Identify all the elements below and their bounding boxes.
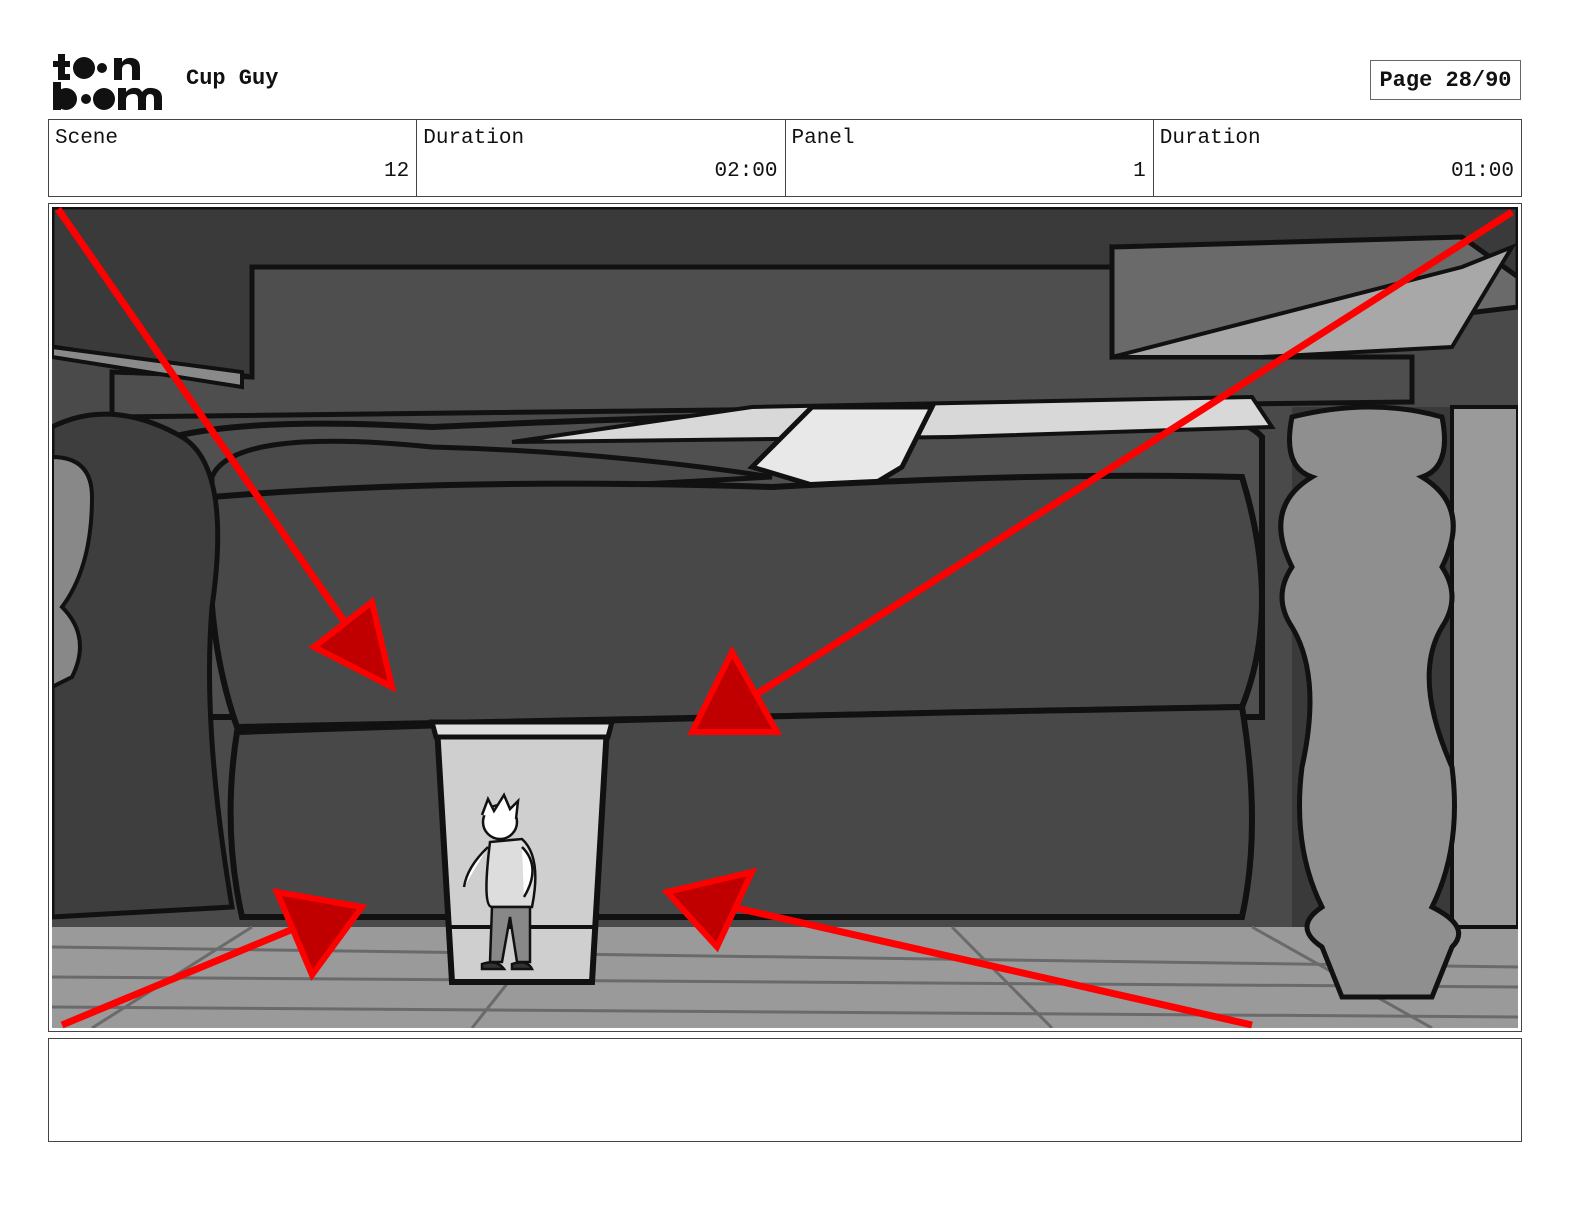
camera-arrows [55, 207, 1514, 1028]
cup-guy-character [462, 792, 537, 971]
storyboard-panel [48, 203, 1522, 1032]
scene-info-bar: Scene 12 Duration 02:00 Panel 1 Duration… [48, 119, 1522, 197]
scene-duration-value: 02:00 [714, 160, 778, 183]
arrow-bottom-left [60, 913, 324, 1028]
storyboard-drawing [52, 207, 1518, 1028]
panel-value: 1 [1133, 160, 1146, 183]
page-indicator: Page 28/90 [1370, 60, 1521, 100]
scene-duration-label: Duration [423, 127, 525, 150]
arrow-bottom-right [731, 903, 1253, 1028]
panel-cell: Panel 1 [786, 120, 1154, 196]
table-leg [1278, 404, 1462, 1000]
scene-duration-cell: Duration 02:00 [417, 120, 786, 196]
scene-value: 12 [384, 160, 410, 183]
project-title: Cup Guy [186, 66, 279, 91]
panel-duration-label: Duration [1159, 127, 1261, 150]
panel-notes [48, 1038, 1522, 1142]
scene-label: Scene [55, 127, 119, 150]
arrow-top-right [750, 209, 1514, 700]
toon-boom-logo [53, 54, 162, 110]
panel-duration-value: 01:00 [1450, 160, 1514, 183]
panel-duration-cell: Duration 01:00 [1154, 120, 1521, 196]
arrow-top-left [55, 207, 365, 649]
panel-label: Panel [791, 127, 855, 150]
scene-cell: Scene 12 [49, 120, 418, 196]
